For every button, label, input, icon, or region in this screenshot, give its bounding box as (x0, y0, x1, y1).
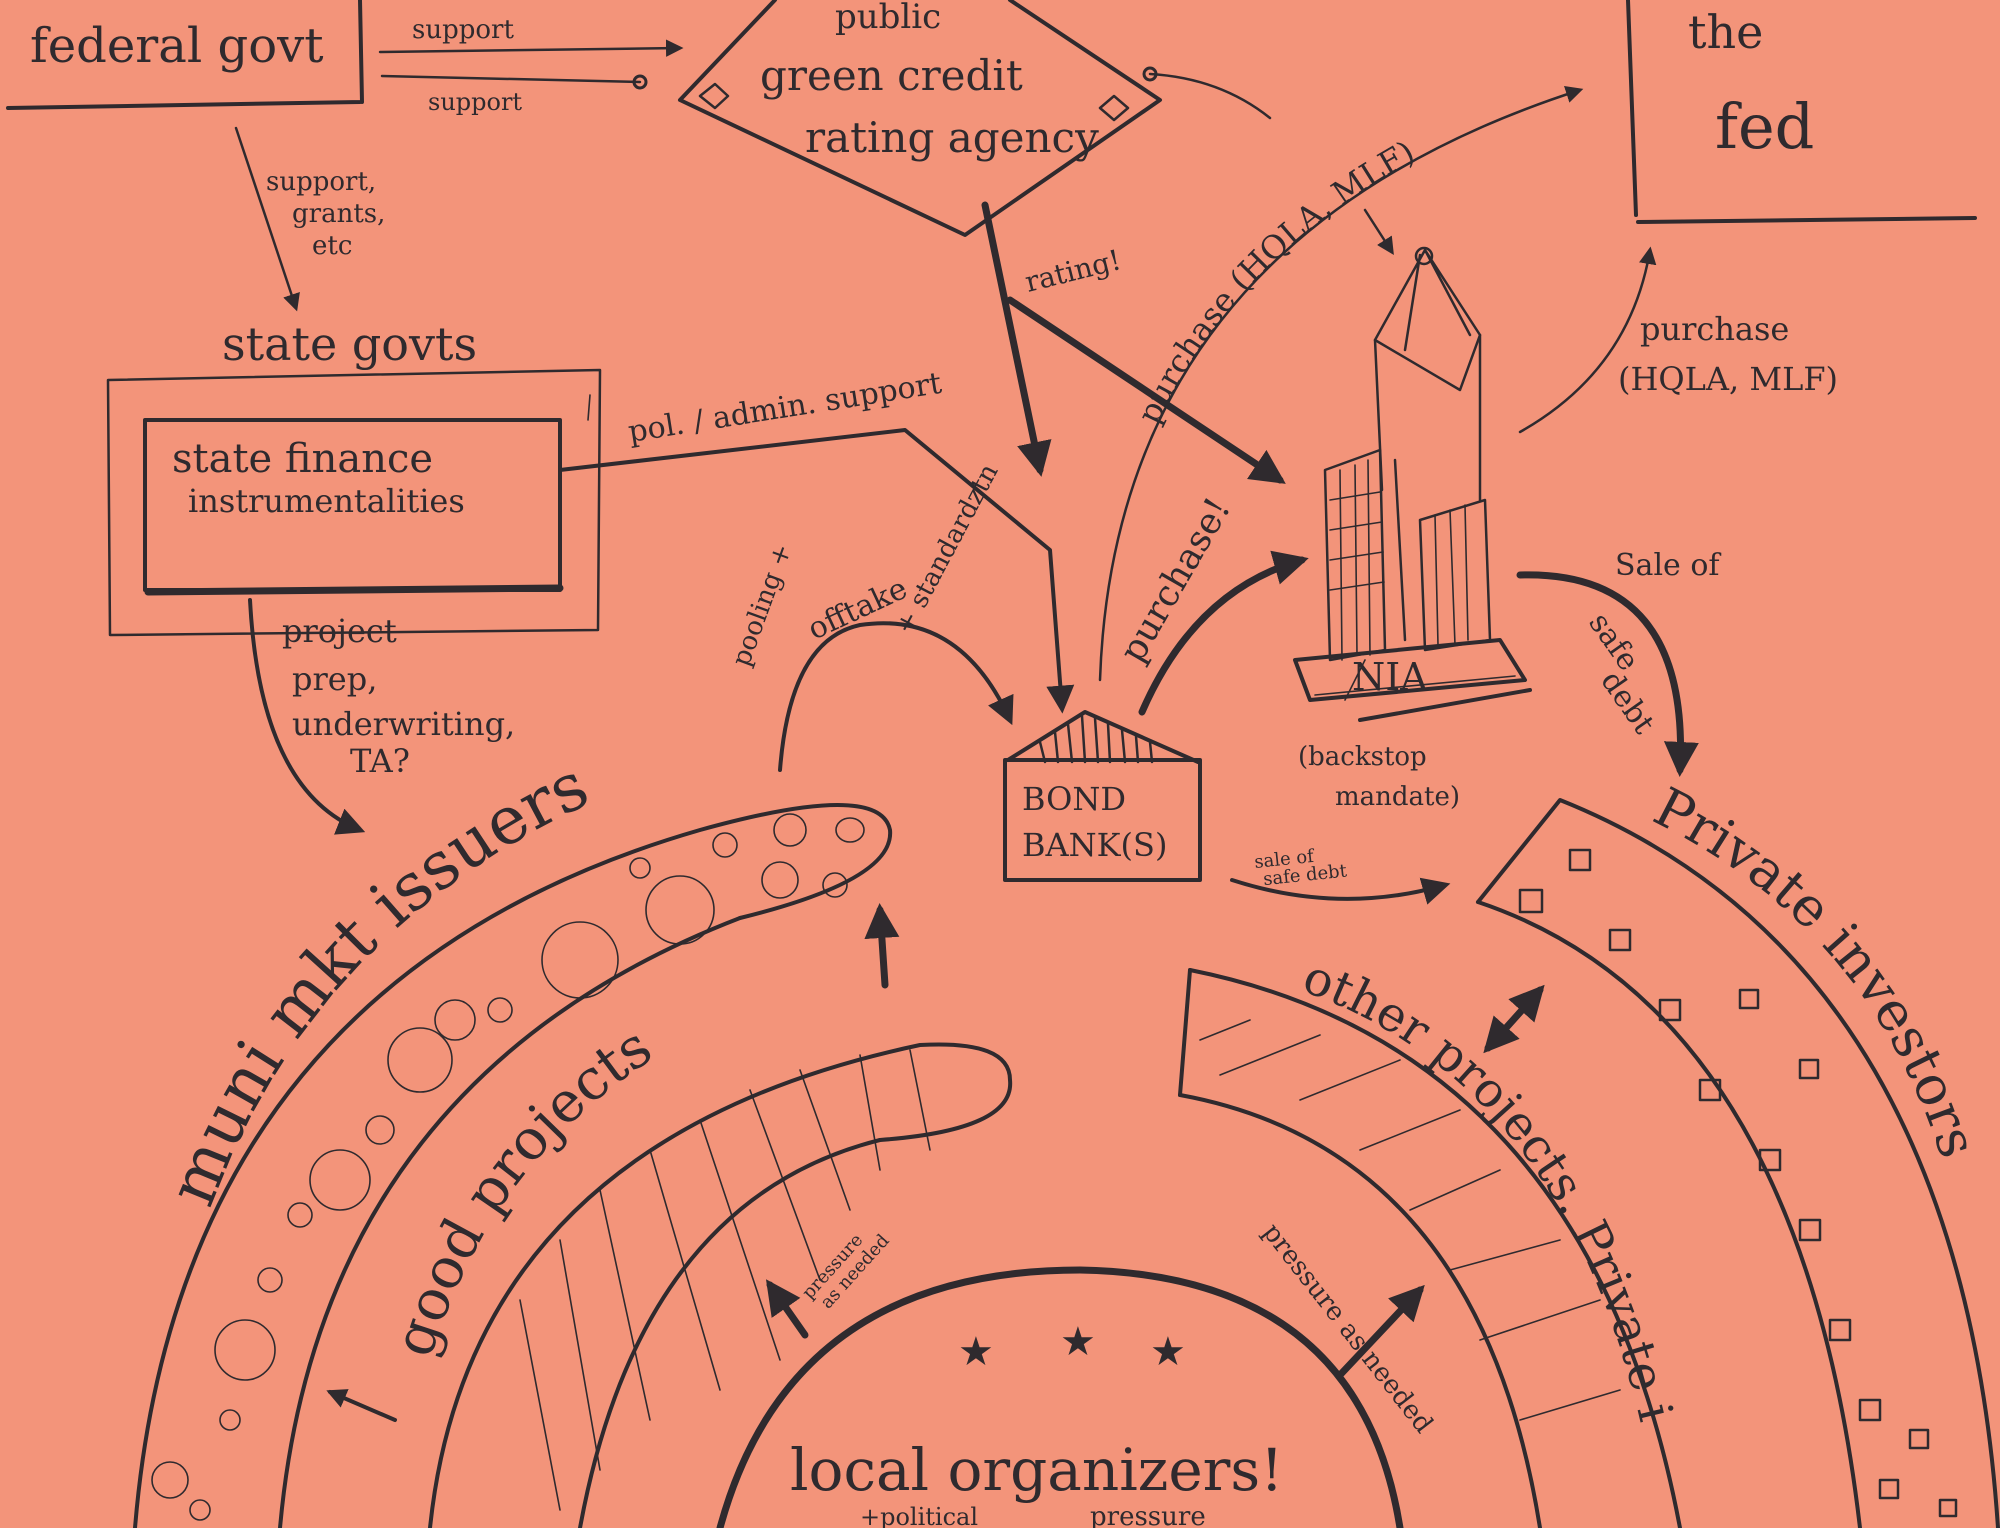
pressure-right-arrow (1336, 1284, 1425, 1379)
rating-agency-line3: rating agency (805, 113, 1099, 162)
bond-bank-node: BOND BANK(S) (1003, 710, 1202, 882)
other-projects-label: other projects. Private inv. (0, 0, 1684, 1426)
sale-safe-debt-label: Sale of (1615, 548, 1721, 583)
purchase-hqla-arrow-right (1518, 246, 1657, 434)
local-organizers-node: ★ ★ ★ local organizers! +political press… (716, 1266, 1404, 1528)
pressure-left-label: pressure as needed (798, 1217, 894, 1317)
pol-admin-arrow (558, 428, 1075, 714)
federal-govt-label: federal govt (30, 18, 324, 74)
the-fed-line1: the (1688, 5, 1763, 59)
support-arrow-2 (380, 74, 648, 90)
support-grants-arrow (234, 126, 300, 312)
pol-admin-label: pol. / admin. support (626, 366, 944, 450)
sale-small-arrow (1230, 877, 1451, 905)
pressure-left-arrow (765, 1279, 809, 1339)
other-projects-band (1178, 968, 1682, 1528)
good-projects-up-arrow (864, 903, 900, 989)
local-sub-left: +political (860, 1503, 978, 1528)
support-grants-label: support, grants, etc (266, 167, 394, 261)
pooling-arrow (778, 621, 1014, 772)
rating-agency-node: public green credit rating agency (678, 0, 1162, 237)
project-prep-label: project prep, underwriting, TA? (282, 612, 525, 780)
good-projects-band (428, 1042, 1013, 1528)
support-arrow-1 (378, 39, 684, 57)
nia-note: (backstop mandate) (1298, 742, 1460, 812)
rating-agency-line2: green credit (760, 51, 1023, 100)
bond-bank-line2: BANK(S) (1022, 826, 1167, 864)
purchase-hqla-arrow-top (1098, 85, 1584, 682)
star-2: ★ (1060, 1319, 1096, 1365)
purchase-hqla-label-right: purchase (HQLA, MLF) (1618, 310, 1838, 398)
fed-nia-arrow (1363, 208, 1394, 255)
muni-issuers-band (133, 803, 893, 1528)
pooling-label-3: + standardztn (890, 459, 1005, 639)
bond-bank-line1: BOND (1022, 780, 1126, 818)
sale-safe-debt-arrow (1516, 571, 1699, 777)
state-finance-line1: state finance (172, 436, 433, 482)
sale-small-label: sale of safe debt (1253, 843, 1348, 891)
sale-safe-debt-label-3: debt (1593, 665, 1661, 741)
rating-arrow-bond-bank (981, 201, 1052, 477)
state-finance-line2: instrumentalities (188, 482, 465, 520)
sale-safe-debt-label-2: safe (1581, 607, 1645, 678)
the-fed-line2: fed (1715, 90, 1814, 163)
support-label-2: support (428, 88, 522, 116)
star-3: ★ (1150, 1329, 1186, 1375)
state-govts-label: state govts (222, 317, 477, 371)
purchase-nia-arrow (1138, 550, 1309, 716)
local-sub-right: pressure (1090, 1502, 1206, 1528)
rating-arrow-nia (1006, 296, 1286, 484)
pooling-label-2: offtake (803, 571, 913, 647)
federal-govt-node: federal govt (6, 0, 364, 110)
project-prep-arrow (248, 598, 366, 835)
the-fed-node: the fed (1626, 0, 1977, 224)
rating-label: rating! (1022, 243, 1125, 299)
local-organizers-label: local organizers! (790, 1436, 1283, 1504)
state-finance-node: state finance instrumentalities (106, 368, 602, 637)
support-label-1: support (412, 15, 514, 45)
star-1: ★ (958, 1329, 994, 1375)
other-private-double-arrow (1483, 984, 1545, 1054)
private-investors-label: Private investors (1644, 775, 1990, 1165)
private-investors-band (1476, 798, 2000, 1528)
nia-label: NIA (1352, 655, 1428, 699)
nia-node: NIA (backstop mandate) (1293, 246, 1532, 812)
pooling-label-1: pooling + (726, 540, 798, 671)
good-to-muni-arrow (326, 1389, 397, 1422)
rating-agency-line1: public (835, 0, 941, 37)
purchase-nia-label: purchase! (1112, 491, 1239, 670)
agency-fed-connector (1142, 66, 1272, 120)
